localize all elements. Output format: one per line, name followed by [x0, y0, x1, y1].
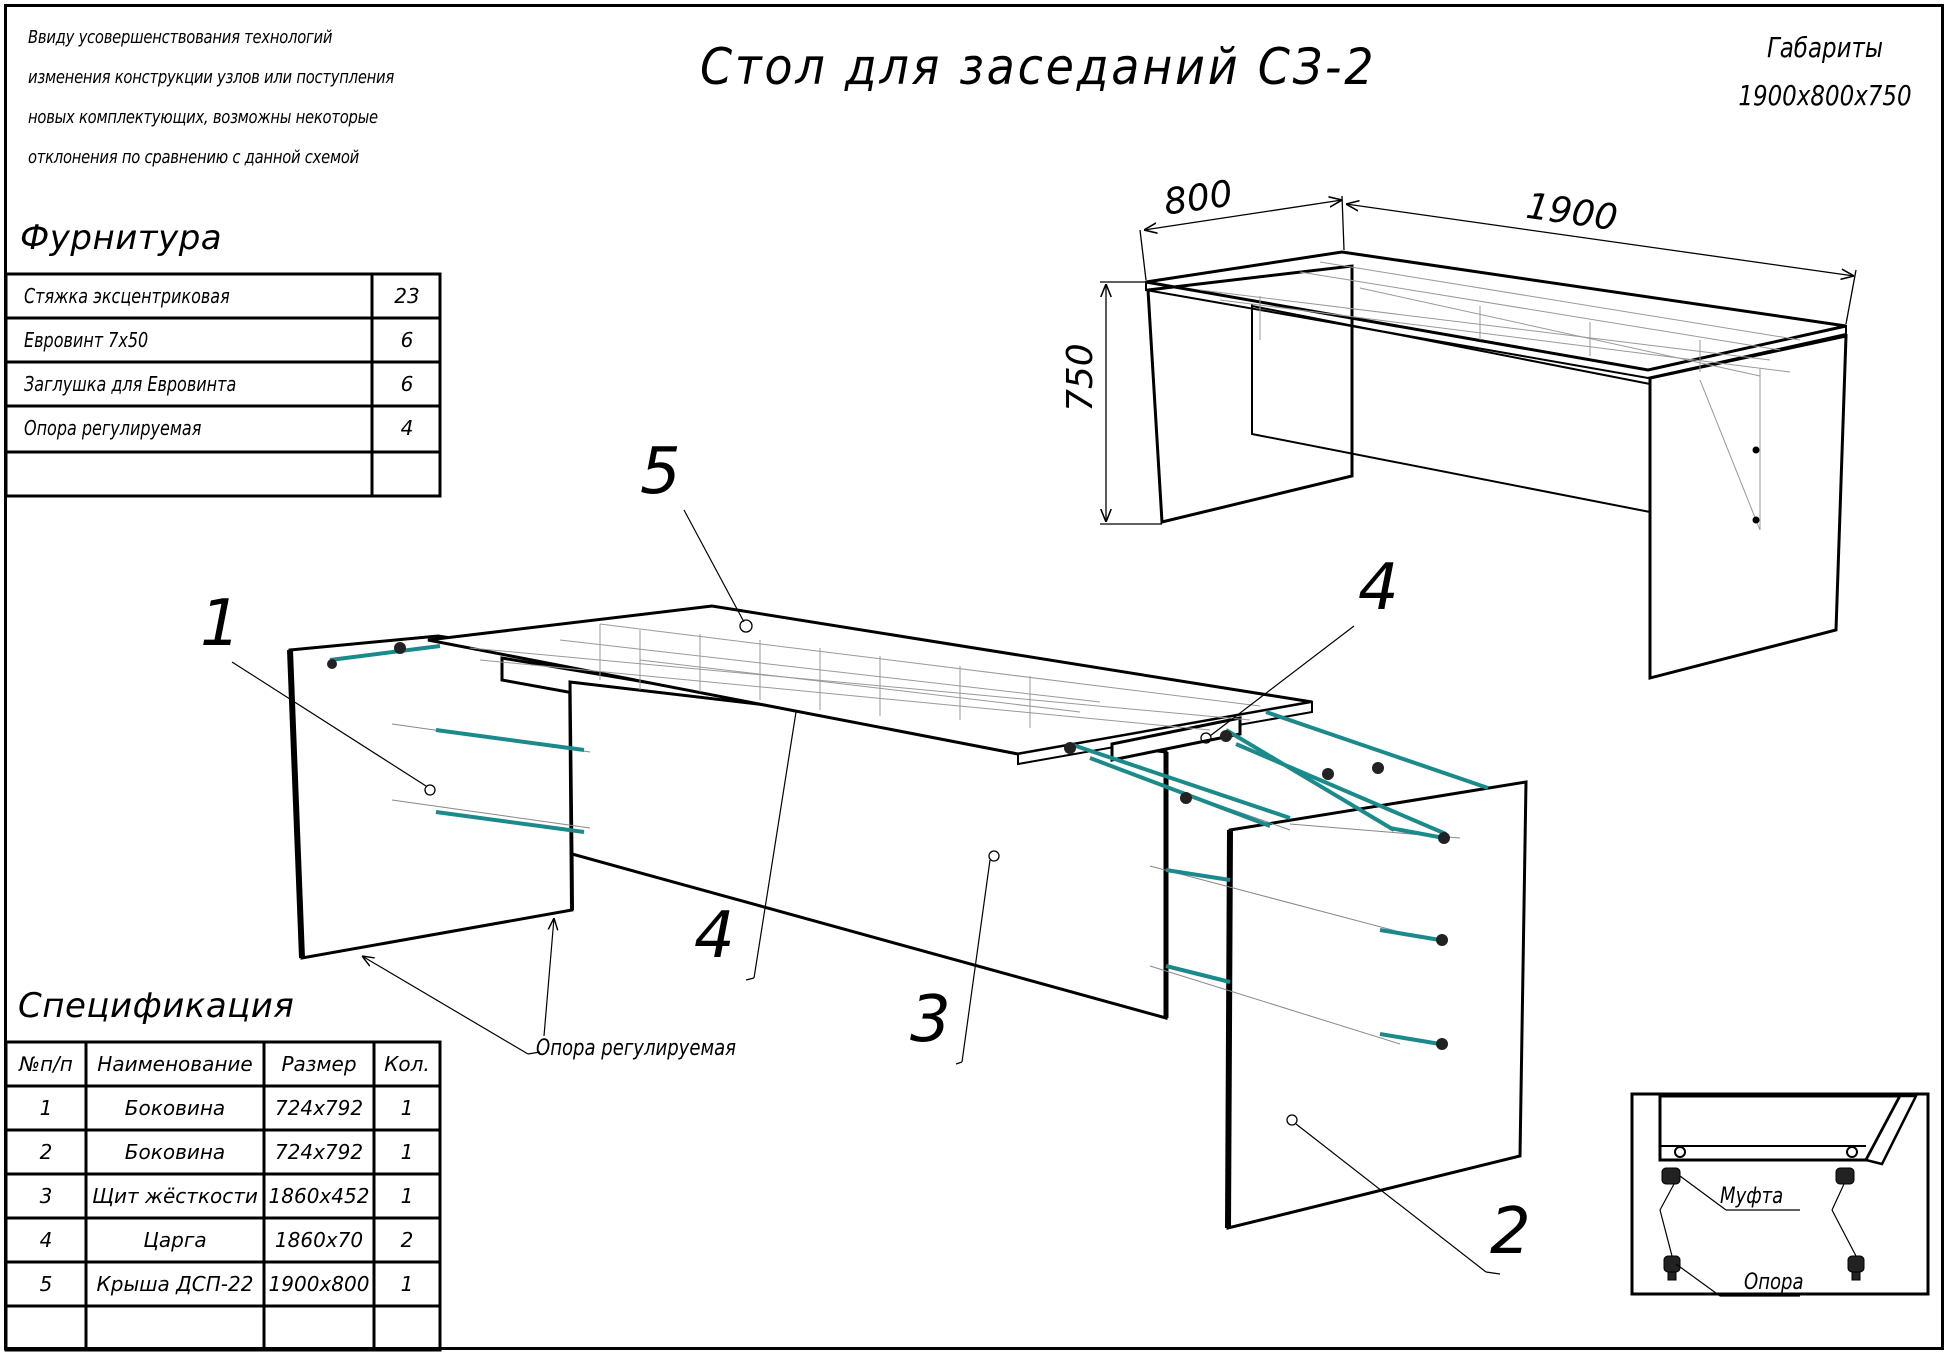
support-label: Опора регулируемая — [536, 1036, 736, 1061]
hardware-qty: 4 — [400, 416, 414, 440]
spec-qty: 1 — [400, 1184, 414, 1208]
foot-label: Опора — [1744, 1270, 1804, 1295]
spec-header-name: Наименование — [97, 1052, 253, 1076]
callout-4-rear: 4 — [694, 899, 735, 973]
note-line: новых комплектующих, возможны некоторые — [28, 107, 378, 128]
hardware-name: Опора регулируемая — [24, 416, 202, 440]
note-line: отклонения по сравнению с данной схемой — [28, 147, 360, 168]
detail-inset — [1630, 1092, 1930, 1297]
spec-name: Царга — [143, 1228, 207, 1252]
hardware-name: Евровинт 7х50 — [24, 328, 149, 352]
callout-4-front: 4 — [1358, 551, 1399, 625]
callout-leaders — [231, 509, 1501, 1275]
dimensions-label: Габариты — [1766, 31, 1884, 64]
dimension-height: 750 — [1060, 343, 1101, 412]
overview-dimensions — [1100, 195, 1857, 525]
spec-num: 2 — [39, 1140, 53, 1164]
spec-num: 3 — [39, 1184, 53, 1208]
spec-qty: 1 — [400, 1140, 414, 1164]
spec-table-grid — [4, 1040, 442, 1352]
hardware-table-grid — [4, 272, 442, 498]
spec-header-num: №п/п — [19, 1052, 73, 1076]
note-line: изменения конструкции узлов или поступле… — [28, 67, 395, 88]
hardware-name: Стяжка эксцентриковая — [24, 284, 230, 308]
hardware-qty: 6 — [400, 372, 414, 396]
drawing-sheet — [4, 4, 1944, 1350]
overview-table — [1145, 250, 1848, 680]
spec-num: 1 — [39, 1096, 53, 1120]
spec-num: 5 — [39, 1272, 53, 1296]
callout-3: 3 — [910, 983, 951, 1057]
exploded-assembly — [287, 604, 1528, 1230]
connectors — [329, 644, 1489, 1046]
callout-2: 2 — [1490, 1195, 1531, 1269]
spec-qty: 1 — [400, 1096, 414, 1120]
spec-heading: Спецификация — [18, 986, 295, 1026]
spec-header-size: Размер — [281, 1052, 357, 1076]
callout-1: 1 — [200, 587, 241, 661]
overall-dimensions: Габариты 1900x800x750 — [1731, 24, 1920, 120]
spec-size: 724x792 — [274, 1096, 364, 1120]
spec-name: Боковина — [124, 1096, 226, 1120]
disclaimer-note: Ввиду усовершенствования технологий изме… — [28, 18, 395, 178]
spec-size: 1900x800 — [268, 1272, 370, 1296]
note-line: Ввиду усовершенствования технологий — [28, 27, 333, 48]
spec-size: 1860x70 — [274, 1228, 364, 1252]
spec-name: Щит жёсткости — [92, 1184, 258, 1208]
page-title: Стол для заседаний СЗ-2 — [700, 38, 1377, 96]
spec-qty: 2 — [400, 1228, 414, 1252]
spec-size: 1860x452 — [268, 1184, 370, 1208]
spec-header-qty: Кол. — [384, 1052, 430, 1076]
callout-5: 5 — [640, 435, 681, 509]
spec-name: Боковина — [124, 1140, 226, 1164]
spec-qty: 1 — [400, 1272, 414, 1296]
hardware-name: Заглушка для Евровинта — [24, 372, 237, 396]
spec-name: Крыша ДСП-22 — [96, 1272, 254, 1296]
coupling-label: Муфта — [1720, 1184, 1784, 1209]
spec-size: 724x792 — [274, 1140, 364, 1164]
hardware-heading: Фурнитура — [20, 218, 223, 258]
spec-num: 4 — [39, 1228, 53, 1252]
dimensions-value: 1900x800x750 — [1738, 79, 1912, 112]
hardware-qty: 6 — [400, 328, 414, 352]
connector-heads — [327, 642, 1450, 1050]
hardware-qty: 23 — [394, 284, 420, 308]
